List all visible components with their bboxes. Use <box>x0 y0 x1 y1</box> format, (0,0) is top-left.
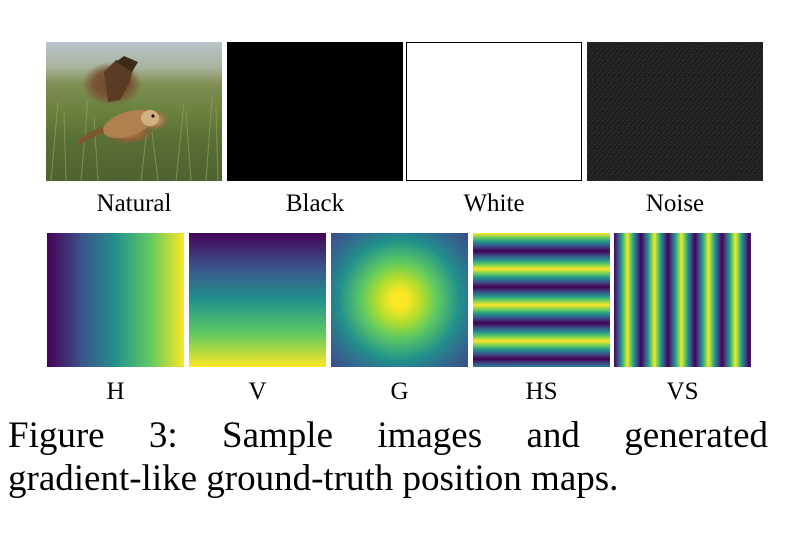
label-g: G <box>390 378 409 405</box>
label-black: Black <box>285 190 345 217</box>
label-natural: Natural <box>96 190 172 217</box>
position-maps-row: H V G HS VS <box>0 233 795 408</box>
label-hs: HS <box>525 378 558 405</box>
gaussian-gradient-map <box>331 233 468 367</box>
bird-illustration <box>50 56 219 181</box>
label-v: V <box>248 378 267 405</box>
horizontal-stripes-map <box>473 233 610 367</box>
sample-images-row: Natural Black White Noise <box>0 42 795 222</box>
caption-line-2: gradient-like ground-truth position maps… <box>8 458 619 499</box>
figure-caption: Figure 3: Sample images and generated gr… <box>8 414 768 500</box>
label-vs: VS <box>666 378 699 405</box>
vertical-stripes-map <box>614 233 751 367</box>
horizontal-gradient-map <box>47 233 184 367</box>
vertical-gradient-map <box>189 233 326 367</box>
noise-image <box>587 42 763 181</box>
label-white: White <box>463 190 525 217</box>
label-noise: Noise <box>645 190 705 217</box>
natural-image <box>46 42 222 181</box>
caption-line-1: Figure 3: Sample images and generated <box>8 415 768 456</box>
black-image <box>227 42 403 181</box>
label-h: H <box>106 378 125 405</box>
white-image <box>406 42 582 181</box>
